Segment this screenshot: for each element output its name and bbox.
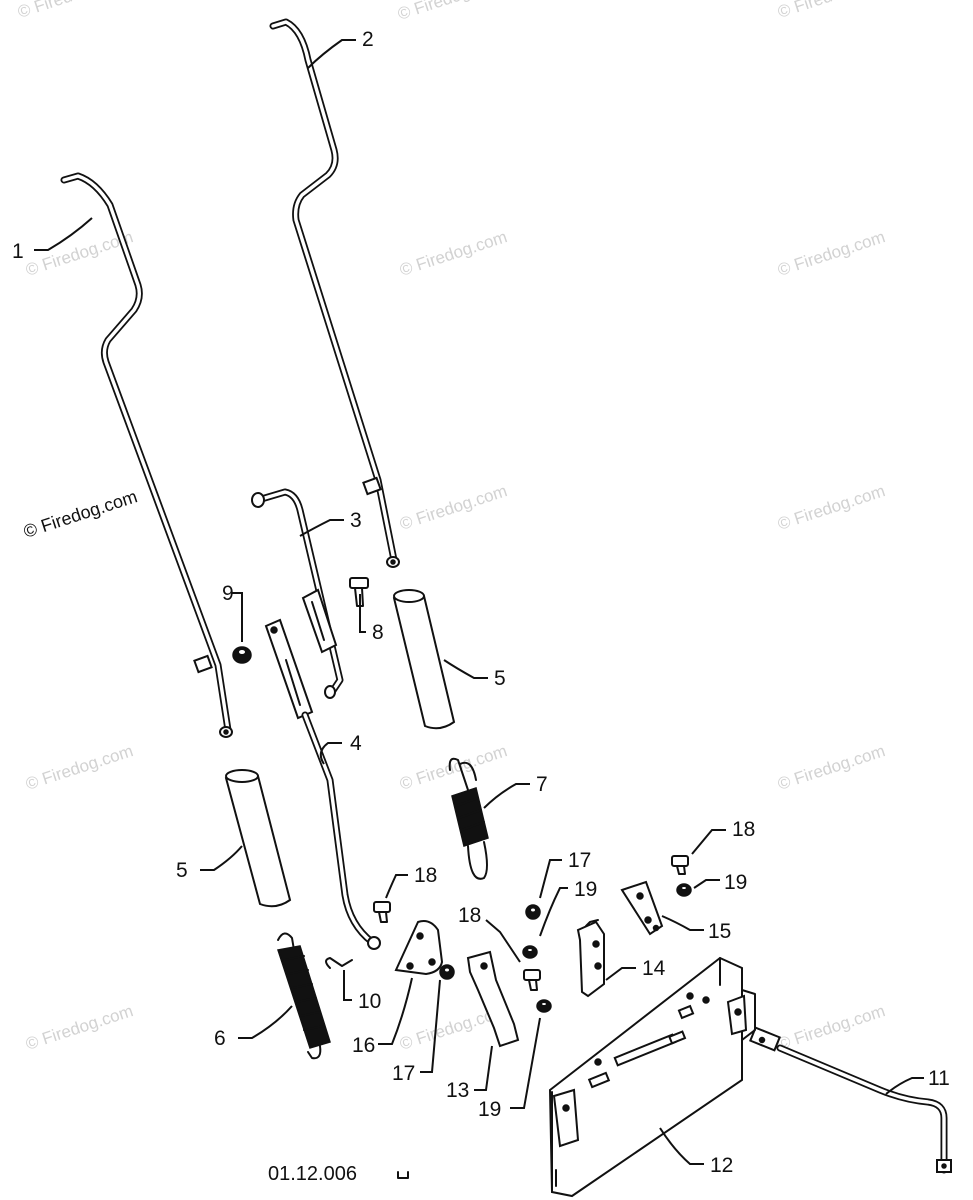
callout-5b: 5 [176, 859, 188, 882]
callout-2: 2 [362, 28, 374, 51]
part-17-spacer [439, 964, 455, 980]
callout-3: 3 [350, 509, 362, 532]
part-10-clip [325, 957, 353, 969]
part-8-bolt [349, 577, 369, 607]
callout-14: 14 [642, 957, 666, 980]
part-18-bolt [523, 969, 541, 991]
part-3-link-rod [251, 488, 344, 699]
part-5-grip-left [224, 769, 292, 908]
part-12-mounting-plate [548, 956, 756, 1198]
part-13-bracket [466, 950, 520, 1048]
callout-6: 6 [214, 1027, 226, 1050]
callout-13: 13 [446, 1079, 469, 1102]
callout-12: 12 [710, 1154, 733, 1177]
part-7-spring [448, 757, 489, 880]
part-19-nut [522, 945, 538, 959]
callout-17b: 17 [568, 849, 591, 872]
callout-17a: 17 [392, 1062, 415, 1085]
callout-18b: 18 [458, 904, 481, 927]
callout-18a: 18 [414, 864, 437, 887]
part-14-bracket [576, 919, 605, 998]
part-6-spring [277, 932, 331, 1060]
watermark: © Firedog.com [775, 227, 887, 280]
watermark: © Firedog.com [397, 227, 509, 280]
part-16-plate [394, 920, 444, 976]
drawing-code: 01.12.006 [268, 1163, 357, 1185]
watermark: © Firedog.com [775, 481, 887, 534]
callouts: 1 2 3 4 5 5 6 7 8 9 10 11 12 13 14 15 16… [12, 28, 950, 1177]
watermark: © Firedog.com [775, 741, 887, 794]
callout-9: 9 [222, 582, 234, 605]
watermark: © Firedog.com [395, 0, 507, 24]
part-4-link-rod [264, 618, 381, 950]
callout-19c: 19 [724, 871, 747, 894]
watermark: © Firedog.com [397, 481, 509, 534]
callout-15: 15 [708, 920, 731, 943]
watermark: © Firedog.com [397, 741, 509, 794]
part-5-grip-right [392, 589, 456, 730]
leader-lines [34, 39, 924, 1165]
watermark: © Firedog.com [775, 1001, 887, 1054]
watermarks: © Firedog.com © Firedog.com © Firedog.co… [15, 0, 887, 1054]
watermark: © Firedog.com [775, 0, 887, 22]
callout-16: 16 [352, 1034, 375, 1057]
callout-8: 8 [372, 621, 384, 644]
part-18-bolt [373, 901, 391, 923]
callout-5a: 5 [494, 667, 506, 690]
callout-1: 1 [12, 240, 24, 263]
callout-19a: 19 [574, 878, 597, 901]
watermark: © Firedog.com [23, 1001, 135, 1054]
callout-7: 7 [536, 773, 548, 796]
callout-11: 11 [928, 1067, 950, 1090]
watermark: © Firedog.com [23, 741, 135, 794]
watermark-dark: © Firedog.com [21, 486, 140, 542]
drawing-code-mark [397, 1171, 409, 1179]
part-15-plate [620, 880, 664, 936]
callout-4: 4 [350, 732, 362, 755]
part-17-spacer [525, 904, 541, 920]
part-11-control-rod [749, 1026, 952, 1174]
part-1-lever-rod [60, 172, 233, 738]
callout-10: 10 [358, 990, 381, 1013]
part-19-nut [536, 999, 552, 1013]
watermark: © Firedog.com [15, 0, 127, 22]
part-9-nut [232, 646, 252, 664]
callout-19b: 19 [478, 1098, 501, 1121]
part-2-lever-rod [269, 18, 400, 568]
part-19-nut [676, 883, 692, 897]
part-18-bolt [671, 855, 689, 875]
callout-18c: 18 [732, 818, 755, 841]
